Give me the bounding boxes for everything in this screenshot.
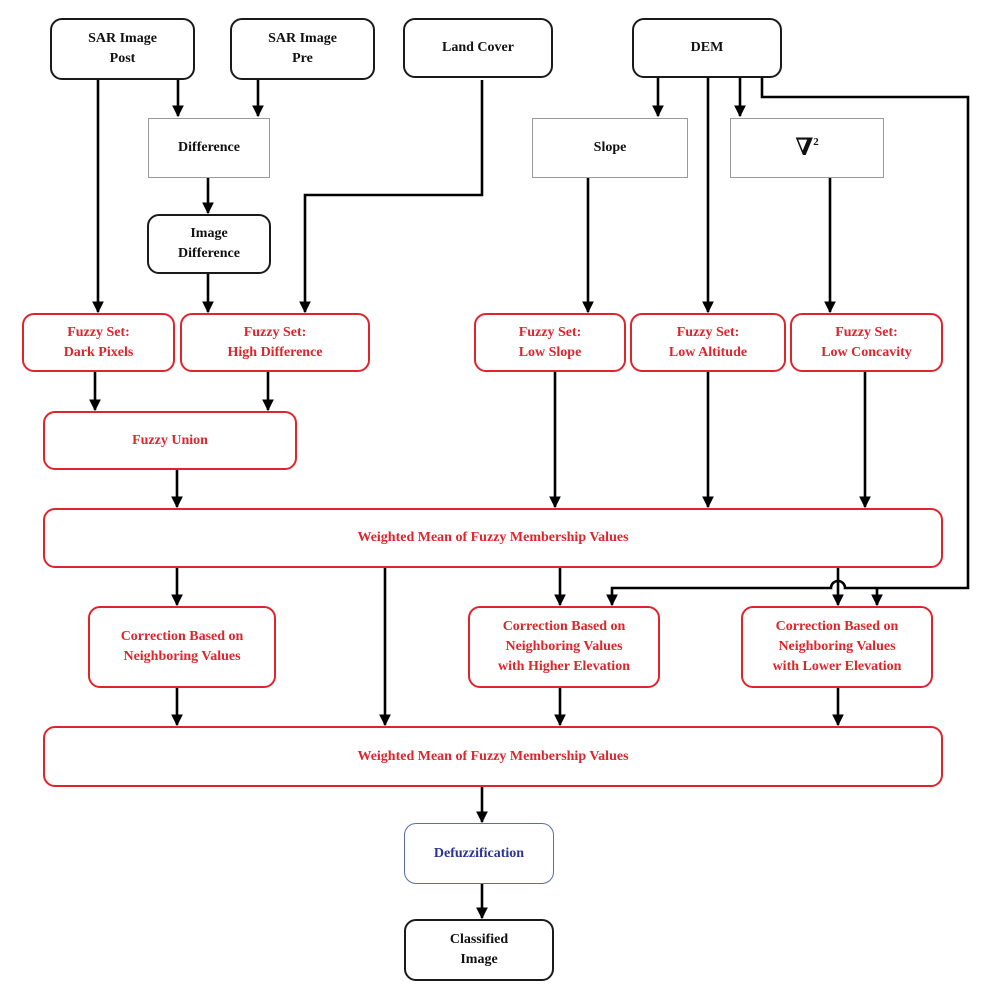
difference-node: Difference xyxy=(148,118,270,178)
land-cover-node: Land Cover xyxy=(403,18,553,78)
image-difference-node: Image Difference xyxy=(147,214,271,274)
laplacian-symbol: ∇ xyxy=(795,135,814,161)
correction-higher-elevation-node: Correction Based on Neighboring Values w… xyxy=(468,606,660,688)
edge-dem-elevation-bus xyxy=(606,78,970,607)
slope-node: Slope xyxy=(532,118,688,178)
fuzzy-set-high-difference-node: Fuzzy Set: High Difference xyxy=(180,313,370,372)
classified-image-node: Classified Image xyxy=(404,919,554,981)
fuzzy-set-low-slope-node: Fuzzy Set: Low Slope xyxy=(474,313,626,372)
fuzzy-set-low-concavity-node: Fuzzy Set: Low Concavity xyxy=(790,313,943,372)
edge-landcover-highdiff xyxy=(299,80,484,314)
sar-image-post-node: SAR Image Post xyxy=(50,18,195,80)
correction-lower-elevation-node: Correction Based on Neighboring Values w… xyxy=(741,606,933,688)
fuzzy-union-node: Fuzzy Union xyxy=(43,411,297,470)
defuzzification-node: Defuzzification xyxy=(404,823,554,884)
laplacian-node: ∇2 xyxy=(730,118,884,178)
fuzzy-set-low-altitude-node: Fuzzy Set: Low Altitude xyxy=(630,313,786,372)
weighted-mean-2-node: Weighted Mean of Fuzzy Membership Values xyxy=(43,726,943,787)
dem-node: DEM xyxy=(632,18,782,78)
correction-neighboring-node: Correction Based on Neighboring Values xyxy=(88,606,276,688)
weighted-mean-1-node: Weighted Mean of Fuzzy Membership Values xyxy=(43,508,943,568)
sar-image-pre-node: SAR Image Pre xyxy=(230,18,375,80)
fuzzy-set-dark-pixels-node: Fuzzy Set: Dark Pixels xyxy=(22,313,175,372)
